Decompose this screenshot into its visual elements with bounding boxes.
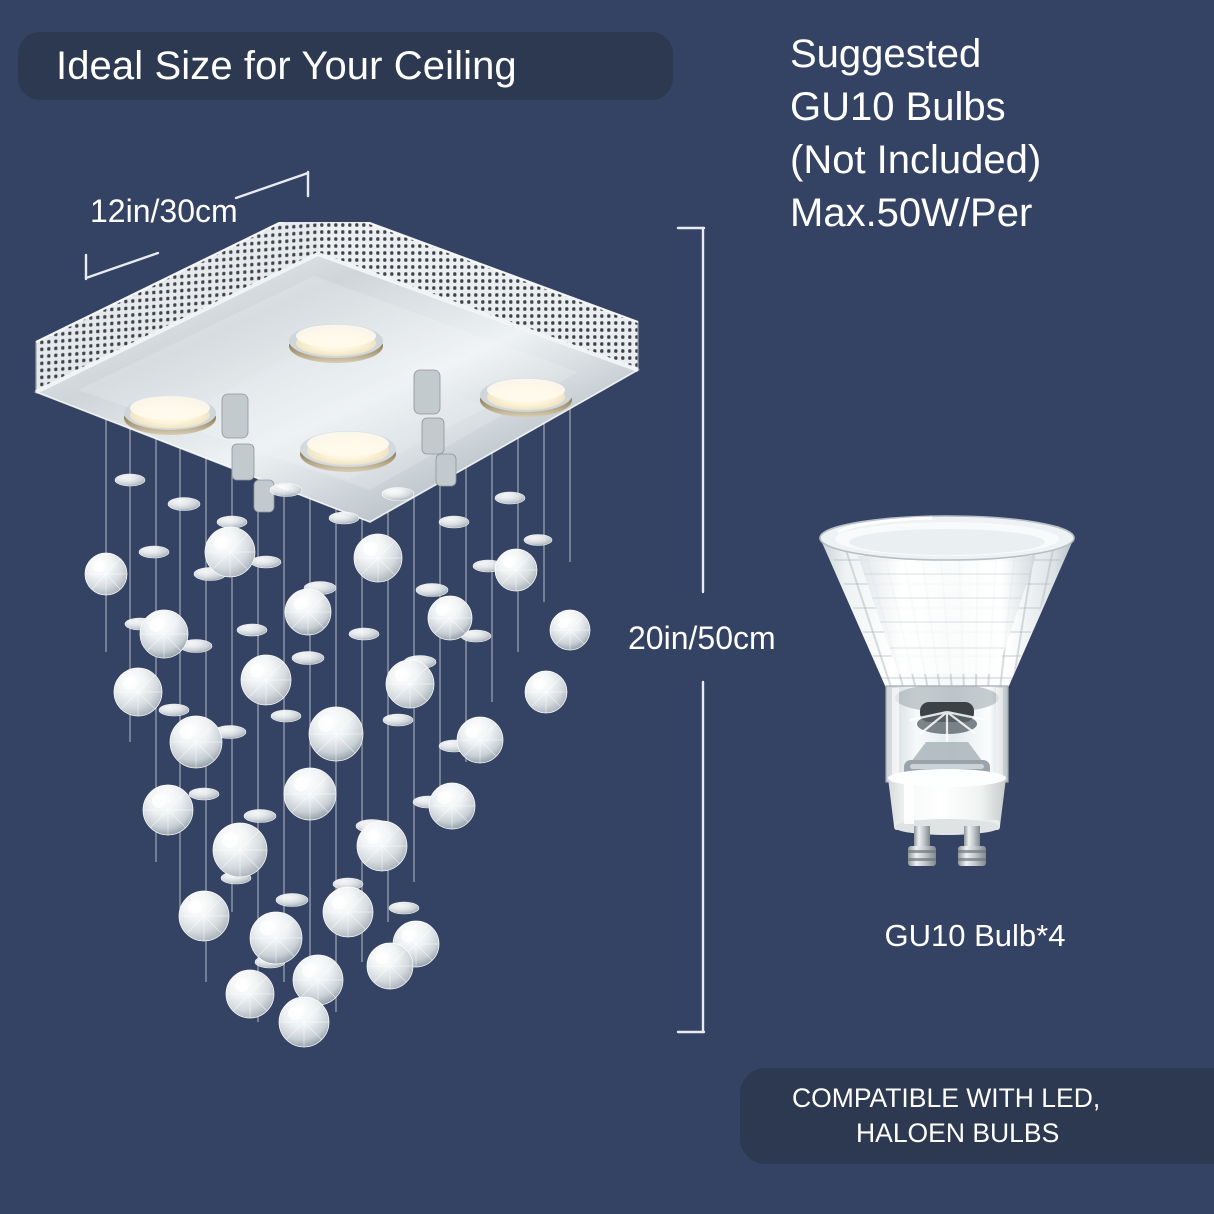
header-banner: Ideal Size for Your Ceiling [18,32,673,100]
spec-line-2: GU10 Bulbs [790,85,1006,129]
compatibility-line-1: COMPATIBLE WITH LED, [792,1083,1101,1113]
gu10-bulb-image [812,498,1082,868]
spec-line-3: (Not Included) [790,138,1042,182]
crystal-ball-group [84,526,591,1048]
bulb-caption: GU10 Bulb*4 [884,918,1066,953]
bulb-spec-text: Suggested GU10 Bulbs (Not Included) Max.… [790,28,1210,240]
height-dimension-label: 20in/50cm [628,620,776,656]
page-title: Ideal Size for Your Ceiling [56,43,517,88]
spec-line-1: Suggested [790,32,982,76]
dimension-leader-line-icon [84,170,310,281]
compatibility-line-2: HALOEN BULBS [856,1118,1060,1148]
width-dimension-label: 12in/30cm [90,193,238,229]
spec-line-4: Max.50W/Per [790,191,1033,235]
dimension-vertical-line-icon [676,226,706,1034]
compatibility-banner: COMPATIBLE WITH LED, HALOEN BULBS [740,1068,1214,1164]
chandelier-product-image [18,222,658,1052]
light-fixture-group [124,324,572,472]
